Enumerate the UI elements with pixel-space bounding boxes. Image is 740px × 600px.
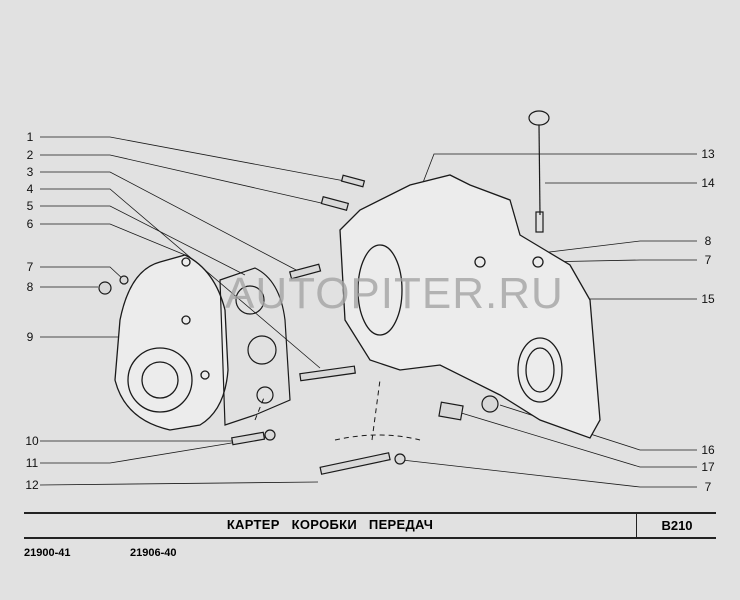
watermark: AUTOPITER.RU — [225, 269, 564, 318]
callout-11: 11 — [25, 456, 39, 470]
model-code-2: 21906-40 — [130, 547, 177, 559]
callout-4: 4 — [26, 182, 34, 196]
callout-3: 3 — [26, 165, 34, 179]
callout-6: 6 — [26, 217, 34, 231]
callout-17: 17 — [701, 460, 715, 474]
callout-7-right: 7 — [704, 253, 712, 267]
callout-7: 7 — [26, 260, 34, 274]
callout-16: 16 — [701, 443, 715, 457]
cover-part — [114, 254, 229, 431]
callout-2: 2 — [26, 148, 34, 162]
callout-15: 15 — [701, 292, 715, 306]
assembly-arrows — [254, 379, 421, 441]
title-bar: КАРТЕР КОРОБКИ ПЕРЕДАЧ B210 — [24, 512, 716, 539]
callout-1: 1 — [26, 130, 34, 144]
callout-13: 13 — [701, 147, 715, 161]
page-title: КАРТЕР КОРОБКИ ПЕРЕДАЧ — [226, 517, 434, 532]
callout-12: 12 — [25, 478, 39, 492]
callout-14: 14 — [701, 176, 715, 190]
model-code-1: 21900-41 — [24, 547, 71, 559]
nuts-washers — [98, 275, 499, 465]
callout-10: 10 — [25, 434, 39, 448]
housing-part — [339, 174, 601, 439]
section-code: B210 — [636, 514, 717, 537]
callout-8-right: 8 — [704, 234, 712, 248]
dipstick-part — [528, 110, 550, 233]
callout-5: 5 — [26, 199, 34, 213]
callout-7-bottom: 7 — [704, 480, 712, 494]
gasket-part — [219, 267, 291, 426]
callout-8: 8 — [26, 280, 34, 294]
callout-9: 9 — [26, 330, 34, 344]
